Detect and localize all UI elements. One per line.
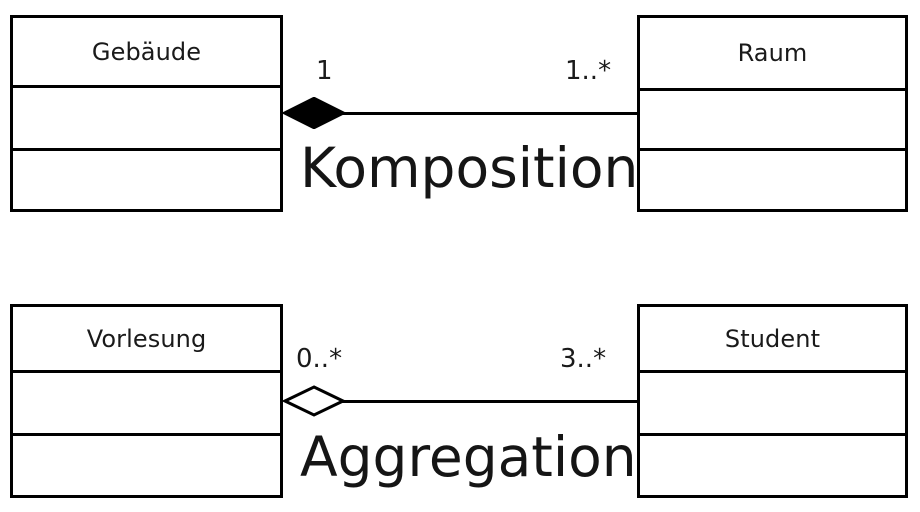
class-operations-compartment — [13, 151, 280, 209]
class-name-compartment: Vorlesung — [13, 307, 280, 373]
class-attributes-compartment — [13, 88, 280, 151]
class-box-vorlesung[interactable]: Vorlesung — [10, 304, 283, 498]
class-name-compartment: Raum — [640, 18, 905, 91]
association-line-komposition — [340, 112, 640, 115]
multiplicity-target-aggregation: 3..* — [560, 344, 607, 374]
class-operations-compartment — [640, 151, 905, 209]
multiplicity-source-aggregation: 0..* — [296, 344, 343, 374]
composition-diamond-icon — [283, 97, 345, 129]
relation-caption-komposition: Komposition — [300, 136, 639, 200]
class-attributes-compartment — [640, 91, 905, 151]
association-line-aggregation — [340, 400, 640, 403]
class-box-raum[interactable]: Raum — [637, 15, 908, 212]
class-box-gebaeude[interactable]: Gebäude — [10, 15, 283, 212]
multiplicity-target-komposition: 1..* — [565, 56, 612, 86]
class-attributes-compartment — [640, 373, 905, 436]
class-name-compartment: Gebäude — [13, 18, 280, 88]
class-name-compartment: Student — [640, 307, 905, 373]
class-operations-compartment — [640, 436, 905, 495]
aggregation-diamond-icon — [283, 385, 345, 417]
class-attributes-compartment — [13, 373, 280, 436]
class-operations-compartment — [13, 436, 280, 495]
multiplicity-source-komposition: 1 — [316, 56, 333, 86]
class-box-student[interactable]: Student — [637, 304, 908, 498]
relation-caption-aggregation: Aggregation — [300, 425, 637, 489]
